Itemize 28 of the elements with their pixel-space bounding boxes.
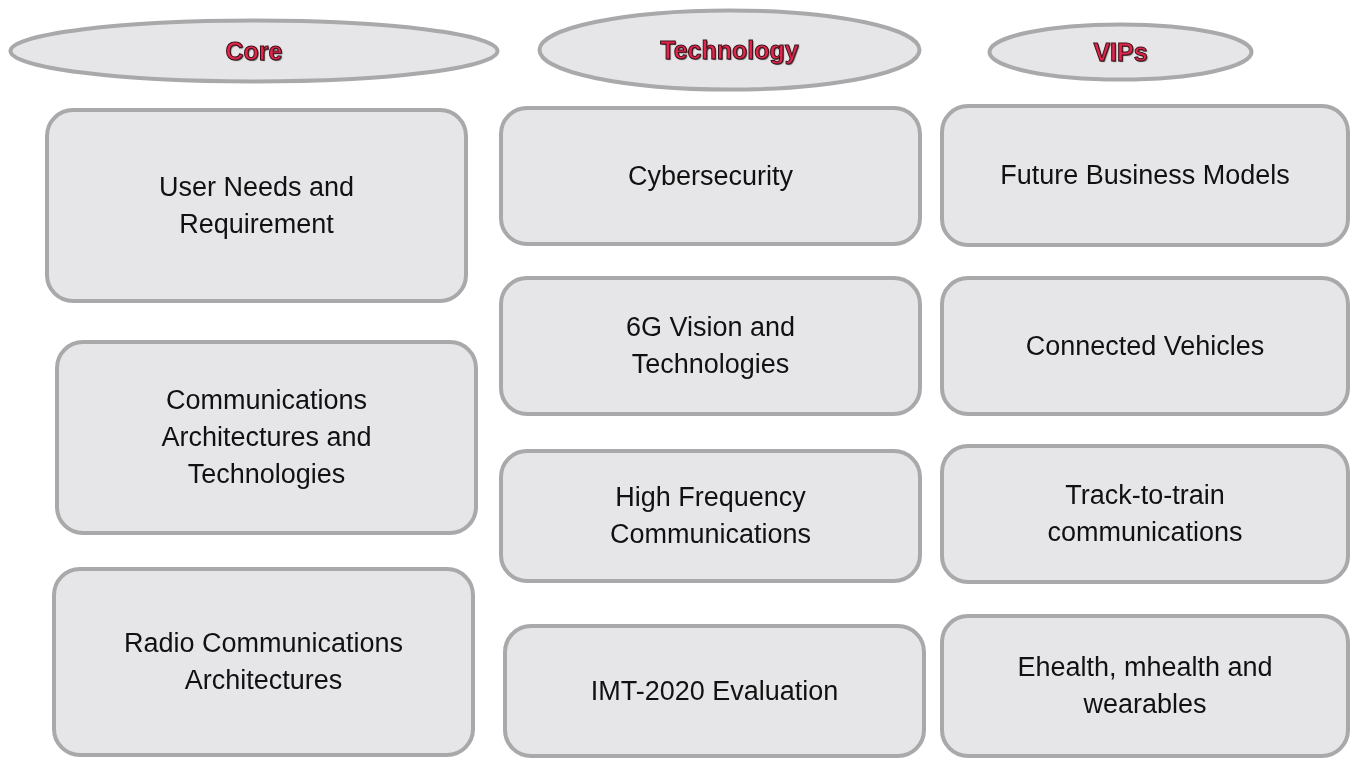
topic-box bbox=[499, 276, 922, 416]
topic-box bbox=[940, 614, 1350, 758]
header-ellipse bbox=[987, 22, 1254, 82]
topic-box bbox=[503, 624, 926, 758]
topic-label: Track-to-train communications bbox=[1046, 479, 1244, 549]
topic-label: Communications Architectures and Technologies bbox=[160, 384, 373, 491]
topic-label: High Frequency Communications bbox=[608, 481, 813, 551]
topic-box bbox=[499, 106, 922, 246]
topic-box bbox=[52, 567, 475, 757]
topic-label: IMT-2020 Evaluation bbox=[589, 674, 840, 708]
column-heading: Technology bbox=[660, 34, 799, 66]
header-ellipse bbox=[8, 18, 500, 84]
column-heading: Core bbox=[225, 35, 283, 67]
topic-label: Ehealth, mhealth and wearables bbox=[1016, 651, 1274, 721]
header-ellipse bbox=[537, 8, 922, 92]
topic-box bbox=[45, 108, 468, 303]
topic-label: User Needs and Requirement bbox=[157, 170, 356, 241]
topic-label: Future Business Models bbox=[999, 159, 1291, 192]
topic-label: 6G Vision and Technologies bbox=[624, 311, 797, 381]
topic-box bbox=[940, 276, 1350, 416]
topic-label: Radio Communications Architectures bbox=[122, 627, 405, 697]
topic-box bbox=[499, 449, 922, 583]
topic-label: Connected Vehicles bbox=[1024, 329, 1266, 363]
column-heading: VIPs bbox=[1093, 36, 1148, 68]
topic-box bbox=[55, 340, 478, 535]
topic-label: Cybersecurity bbox=[626, 159, 794, 193]
topic-box bbox=[940, 104, 1350, 247]
topic-box bbox=[940, 444, 1350, 584]
